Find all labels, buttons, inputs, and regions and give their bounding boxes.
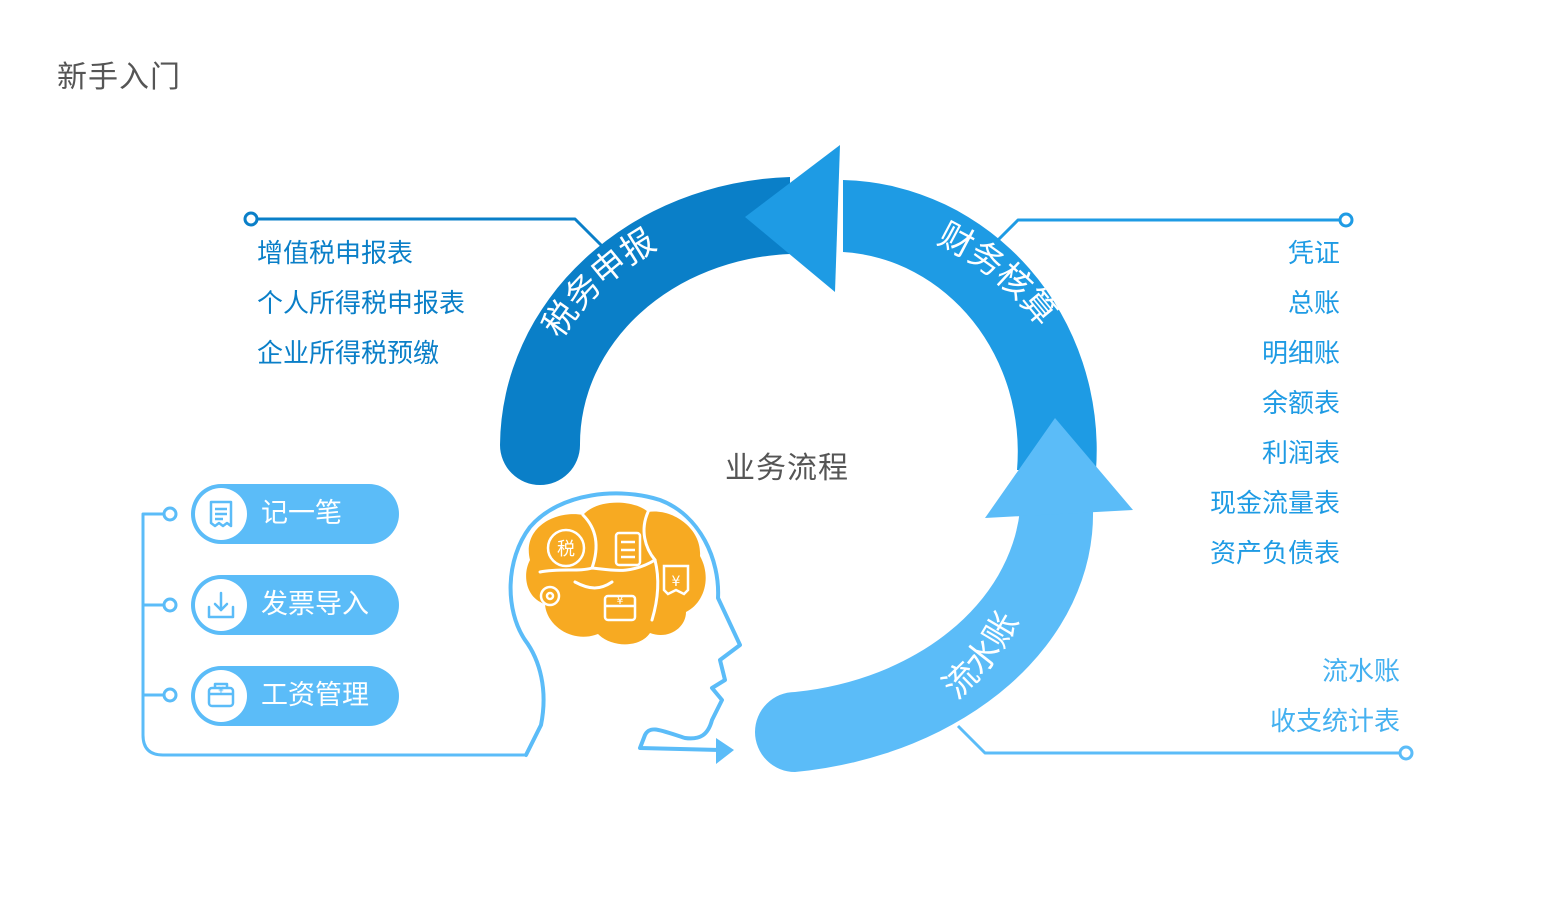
head-outline [508,491,742,757]
left-bracket-line [141,512,526,757]
receipt-icon [195,488,247,540]
finance-report-item[interactable]: 明细账 [1261,339,1340,369]
tax-arc [500,177,790,485]
finance-arrowhead [745,145,840,292]
brain-shape [526,502,706,645]
salary-icon: ¥ [195,670,247,722]
flow-report-item[interactable]: 收支统计表 [1269,707,1400,737]
finance-report-item[interactable]: 利润表 [1261,439,1340,469]
tax-report-item[interactable]: 个人所得税申报表 [257,289,466,319]
finance-arc [843,180,1097,470]
finance-report-item[interactable]: 余额表 [1261,389,1340,419]
page-title: 新手入门 [57,60,181,95]
cycle-arrows [500,145,1133,772]
tax-report-item[interactable]: 增值税申报表 [257,239,414,269]
finance-connector-line [988,218,1346,250]
flow-arc [755,510,1094,772]
record-entry-label: 记一笔 [261,498,342,529]
brain: 税 ¥ ¥ [526,502,706,645]
flow-connector-line [956,724,1406,755]
flow-connector-dot [1398,745,1414,761]
finance-report-item[interactable]: 现金流量表 [1209,489,1340,519]
tax-report-list: 增值税申报表 个人所得税申报表 企业所得税预缴 [257,229,465,379]
record-entry-button[interactable]: 记一笔 [191,484,399,544]
bracket-dot-3 [162,687,178,703]
invoice-import-button[interactable]: 发票导入 [191,575,399,635]
tax-report-item[interactable]: 企业所得税预缴 [257,339,440,369]
flow-report-list: 流水账 收支统计表 [1270,647,1400,747]
finance-report-list: 凭证 总账 明细账 余额表 利润表 现金流量表 资产负债表 [1210,229,1340,579]
receipt-icon: ¥ [662,564,690,596]
finance-report-item[interactable]: 总账 [1287,289,1340,319]
bracket-dot-2 [162,597,178,613]
calculator-icon [614,531,642,567]
head-arrow-tip [716,738,734,764]
bracket-dot-1 [162,506,178,522]
salary-management-label: 工资管理 [261,680,369,711]
tax-icon: 税 [546,528,586,568]
salary-management-button[interactable]: ¥ 工资管理 [191,666,399,726]
center-label: 业务流程 [725,451,849,486]
svg-text:¥: ¥ [218,686,224,696]
gear-icon [539,585,561,607]
flow-report-item[interactable]: 流水账 [1321,657,1400,687]
wallet-icon: ¥ [603,594,637,622]
invoice-import-label: 发票导入 [261,589,369,620]
svg-text:¥: ¥ [672,574,681,590]
svg-text:税: 税 [557,539,575,560]
flow-arrowhead [985,418,1133,518]
finance-report-item[interactable]: 资产负债表 [1209,539,1340,569]
finance-connector-dot [1338,212,1354,228]
finance-report-item[interactable]: 凭证 [1287,239,1340,269]
tax-connector-line [251,217,606,250]
svg-text:¥: ¥ [617,594,624,607]
download-icon [195,579,247,631]
tax-connector-dot [243,211,259,227]
